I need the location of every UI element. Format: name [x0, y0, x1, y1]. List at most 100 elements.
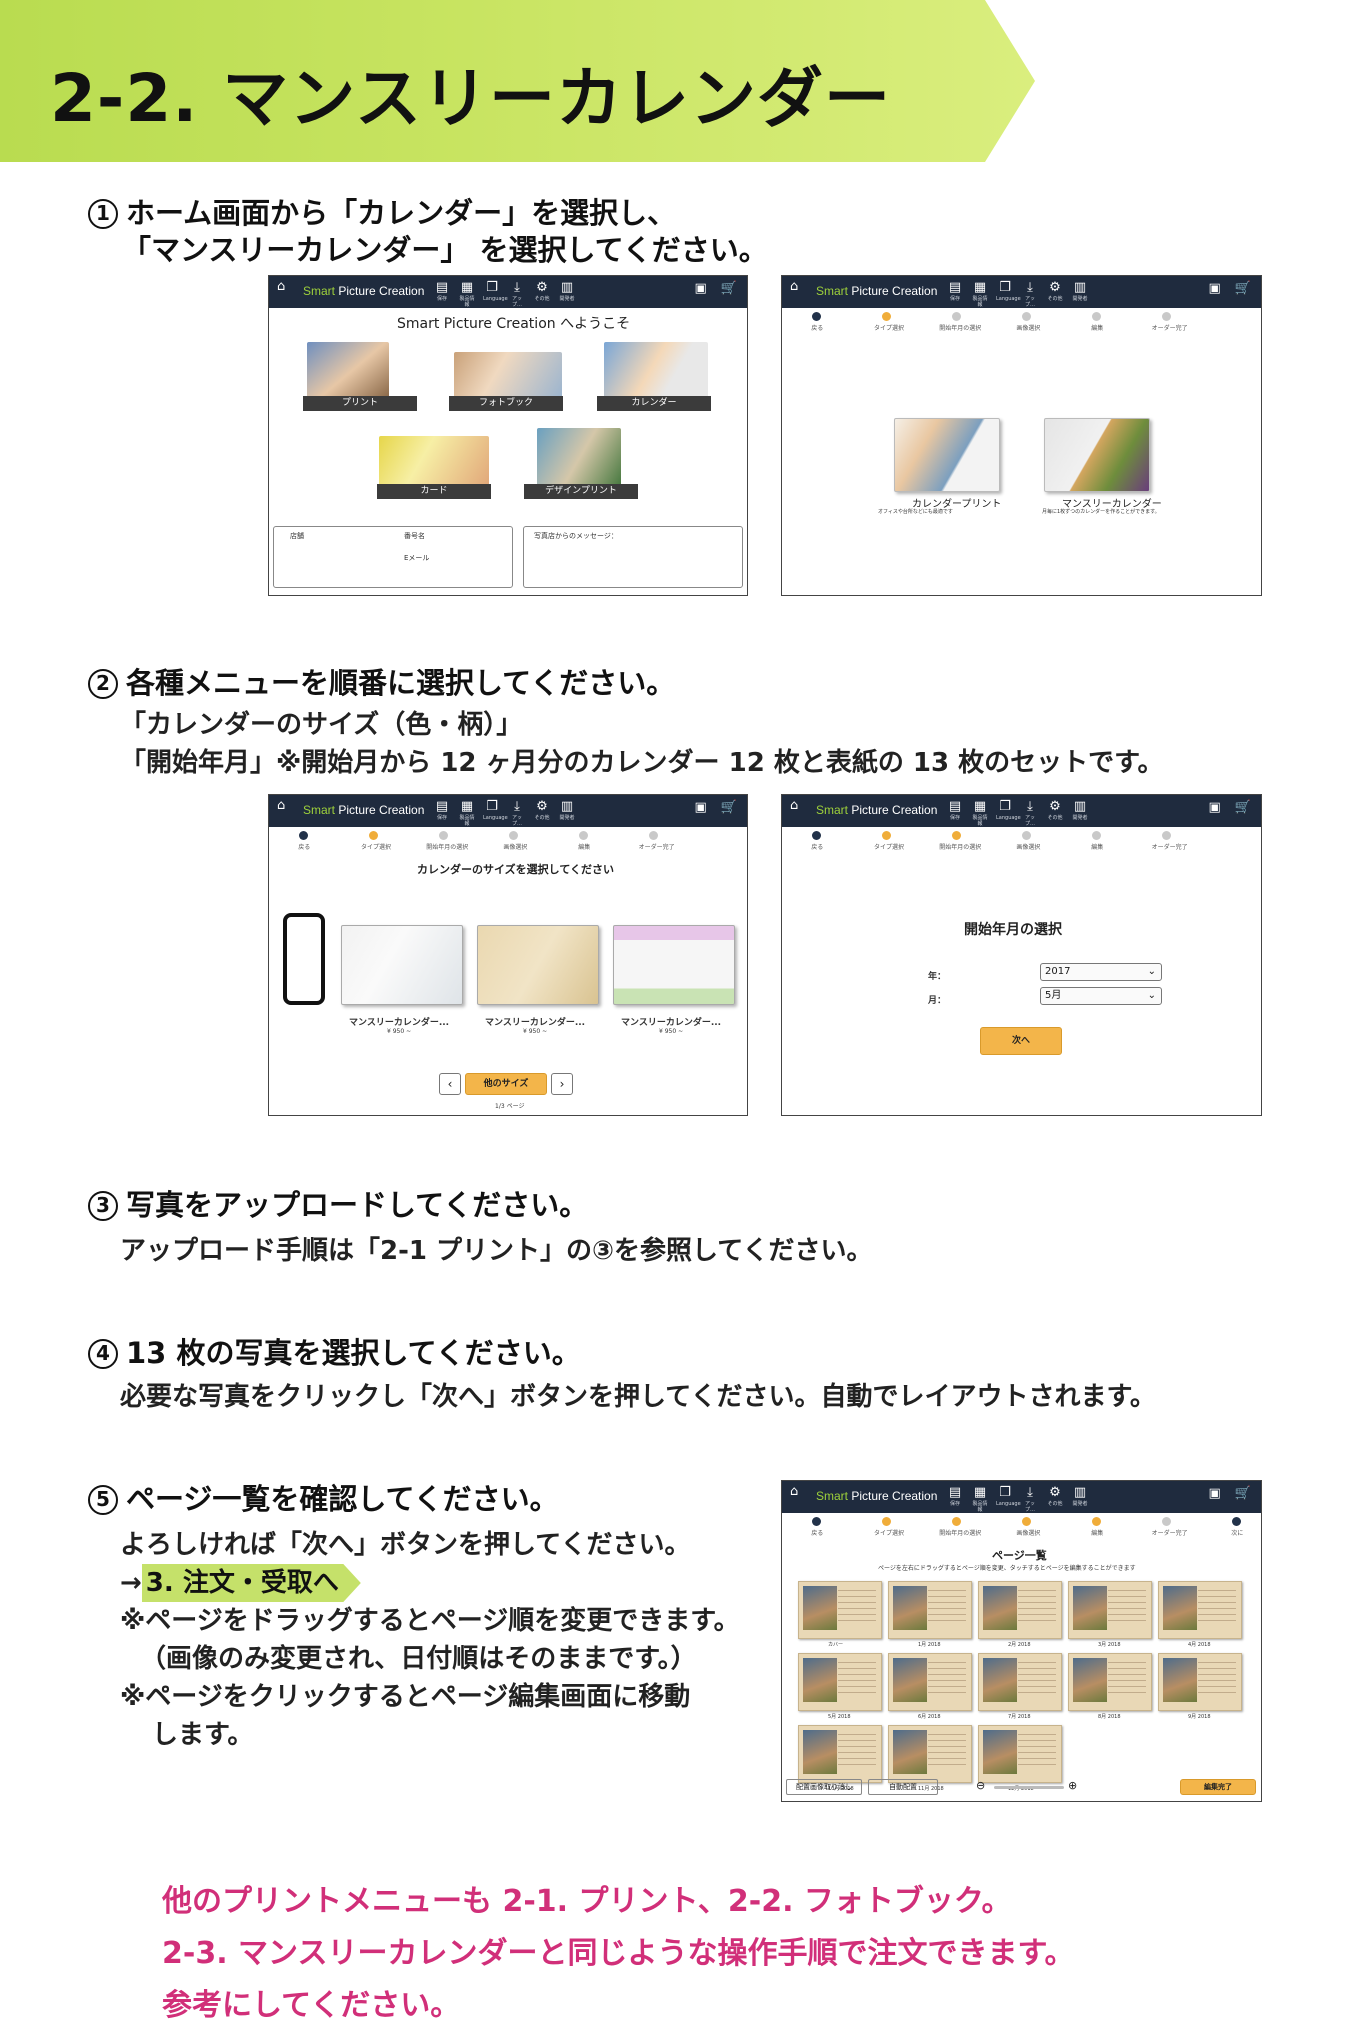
- cart-icon[interactable]: 🛒: [1234, 800, 1251, 815]
- book-icon[interactable]: ❐Language: [483, 280, 508, 302]
- book-icon[interactable]: ❐Language: [483, 799, 508, 821]
- prev-page-button[interactable]: ‹: [439, 1073, 461, 1095]
- size-option-pastel[interactable]: [613, 925, 735, 1005]
- home-icon: ⌂: [277, 798, 286, 813]
- auto-layout-button[interactable]: 自動配置: [868, 1779, 938, 1795]
- calendar-grid: [838, 1662, 876, 1698]
- page-thumbnail[interactable]: [978, 1725, 1062, 1783]
- page-thumbnail[interactable]: [888, 1581, 972, 1639]
- document-icon[interactable]: ▦製品情報: [972, 1485, 988, 1513]
- page-icon[interactable]: ▥開発者: [1072, 1485, 1088, 1507]
- calendar-grid: [838, 1734, 876, 1770]
- stepper-dot: [812, 831, 821, 840]
- download-icon[interactable]: ⤓アップ…: [1024, 1485, 1035, 1513]
- download-icon[interactable]: ⤓アップ…: [511, 280, 522, 308]
- history-icon[interactable]: ▣: [694, 800, 707, 815]
- book-icon[interactable]: ❐Language: [996, 280, 1021, 302]
- book-icon[interactable]: ❐Language: [996, 1485, 1021, 1507]
- next-button[interactable]: 次へ: [980, 1027, 1062, 1055]
- step-number: 1: [88, 199, 118, 229]
- stepper-dot: [882, 1517, 891, 1526]
- gear-icon[interactable]: ⚙その他: [1047, 1485, 1063, 1507]
- download-icon[interactable]: ⤓アップ…: [1024, 280, 1035, 308]
- page-thumbnail[interactable]: [798, 1725, 882, 1783]
- save-icon[interactable]: ▤保存: [948, 280, 962, 302]
- zoom-in-icon[interactable]: ⊕: [1068, 1779, 1078, 1792]
- calendar-grid: [1198, 1590, 1236, 1626]
- size-heading: カレンダーのサイズを選択してください: [417, 863, 615, 876]
- tile-photobook[interactable]: フォトブック: [449, 396, 563, 411]
- calendar-grid: [1108, 1590, 1146, 1626]
- history-icon[interactable]: ▣: [1208, 800, 1221, 815]
- page-photo: [803, 1586, 837, 1630]
- page-icon[interactable]: ▥開発者: [1072, 280, 1088, 302]
- app-brand: Smart Picture Creation: [303, 803, 425, 817]
- card-photo: [379, 436, 489, 488]
- save-icon[interactable]: ▤保存: [435, 799, 449, 821]
- order-link[interactable]: 3. 注文・受取へ: [141, 1564, 361, 1602]
- page-photo: [893, 1658, 927, 1702]
- calendar-print-option[interactable]: [894, 418, 1000, 492]
- tile-calendar[interactable]: カレンダー: [597, 396, 711, 411]
- next-page-button[interactable]: ›: [551, 1073, 573, 1095]
- cart-icon[interactable]: 🛒: [1234, 1486, 1251, 1501]
- document-icon[interactable]: ▦製品情報: [459, 280, 475, 308]
- page-thumbnail[interactable]: [1158, 1581, 1242, 1639]
- phone-size-option[interactable]: [283, 913, 325, 1005]
- zoom-out-icon[interactable]: ⊖: [976, 1779, 986, 1792]
- step-5-line-1: よろしければ「次へ」ボタンを押してください。: [120, 1530, 691, 1560]
- gear-icon[interactable]: ⚙その他: [534, 280, 550, 302]
- cart-icon[interactable]: 🛒: [720, 800, 737, 815]
- document-icon[interactable]: ▦製品情報: [972, 280, 988, 308]
- tile-card[interactable]: カード: [377, 484, 491, 499]
- save-icon[interactable]: ▤保存: [435, 280, 449, 302]
- tile-design-print[interactable]: デザインプリント: [524, 484, 638, 499]
- page-thumbnail[interactable]: [888, 1653, 972, 1711]
- progress-stepper: 戻る タイプ選択 開始年月の選択 画像選択 編集 オーダー完了 次に: [792, 1517, 1251, 1543]
- cart-icon[interactable]: 🛒: [1234, 281, 1251, 296]
- page-thumbnail[interactable]: [978, 1581, 1062, 1639]
- document-icon[interactable]: ▦製品情報: [972, 799, 988, 827]
- calendar-print-label: カレンダープリント: [912, 499, 1002, 510]
- year-select[interactable]: 2017⌄: [1040, 963, 1162, 981]
- download-icon[interactable]: ⤓アップ…: [1024, 799, 1035, 827]
- history-icon[interactable]: ▣: [694, 281, 707, 296]
- page-icon[interactable]: ▥開発者: [559, 799, 575, 821]
- finish-edit-button[interactable]: 編集完了: [1180, 1779, 1256, 1795]
- page-icon[interactable]: ▥開発者: [559, 280, 575, 302]
- size-option-label: マンスリーカレンダー...: [485, 1018, 586, 1028]
- page-thumbnail[interactable]: [798, 1581, 882, 1639]
- download-icon[interactable]: ⤓アップ…: [511, 799, 522, 827]
- page-thumbnail-label: 1月 2018: [918, 1642, 941, 1648]
- zoom-slider[interactable]: [994, 1786, 1064, 1789]
- page-thumbnail[interactable]: [888, 1725, 972, 1783]
- document-icon[interactable]: ▦製品情報: [459, 799, 475, 827]
- gear-icon[interactable]: ⚙その他: [1047, 280, 1063, 302]
- book-icon[interactable]: ❐Language: [996, 799, 1021, 821]
- app-brand: Smart Picture Creation: [303, 284, 425, 298]
- size-option-white[interactable]: [341, 925, 463, 1005]
- page-thumbnail[interactable]: [798, 1653, 882, 1711]
- page-thumbnail[interactable]: [1068, 1581, 1152, 1639]
- size-option-kraft[interactable]: [477, 925, 599, 1005]
- header-banner: [0, 0, 1035, 162]
- history-icon[interactable]: ▣: [1208, 1486, 1221, 1501]
- gear-icon[interactable]: ⚙その他: [534, 799, 550, 821]
- app-bar-right: ▣ 🛒: [695, 800, 737, 815]
- cart-icon[interactable]: 🛒: [720, 281, 737, 296]
- gear-icon[interactable]: ⚙その他: [1047, 799, 1063, 821]
- page-icon[interactable]: ▥開発者: [1072, 799, 1088, 821]
- tile-print[interactable]: プリント: [303, 396, 417, 411]
- page-thumbnail[interactable]: [1068, 1653, 1152, 1711]
- history-icon[interactable]: ▣: [1208, 281, 1221, 296]
- month-select[interactable]: 5月⌄: [1040, 987, 1162, 1005]
- app-bar-right: ▣ 🛒: [695, 281, 737, 296]
- clear-images-button[interactable]: 配置画像取り消し: [786, 1779, 862, 1795]
- monthly-calendar-option[interactable]: [1044, 418, 1150, 492]
- other-size-button[interactable]: 他のサイズ: [465, 1073, 547, 1095]
- page-thumbnail[interactable]: [1158, 1653, 1242, 1711]
- save-icon[interactable]: ▤保存: [948, 799, 962, 821]
- save-icon[interactable]: ▤保存: [948, 1485, 962, 1507]
- page-thumbnail[interactable]: [978, 1653, 1062, 1711]
